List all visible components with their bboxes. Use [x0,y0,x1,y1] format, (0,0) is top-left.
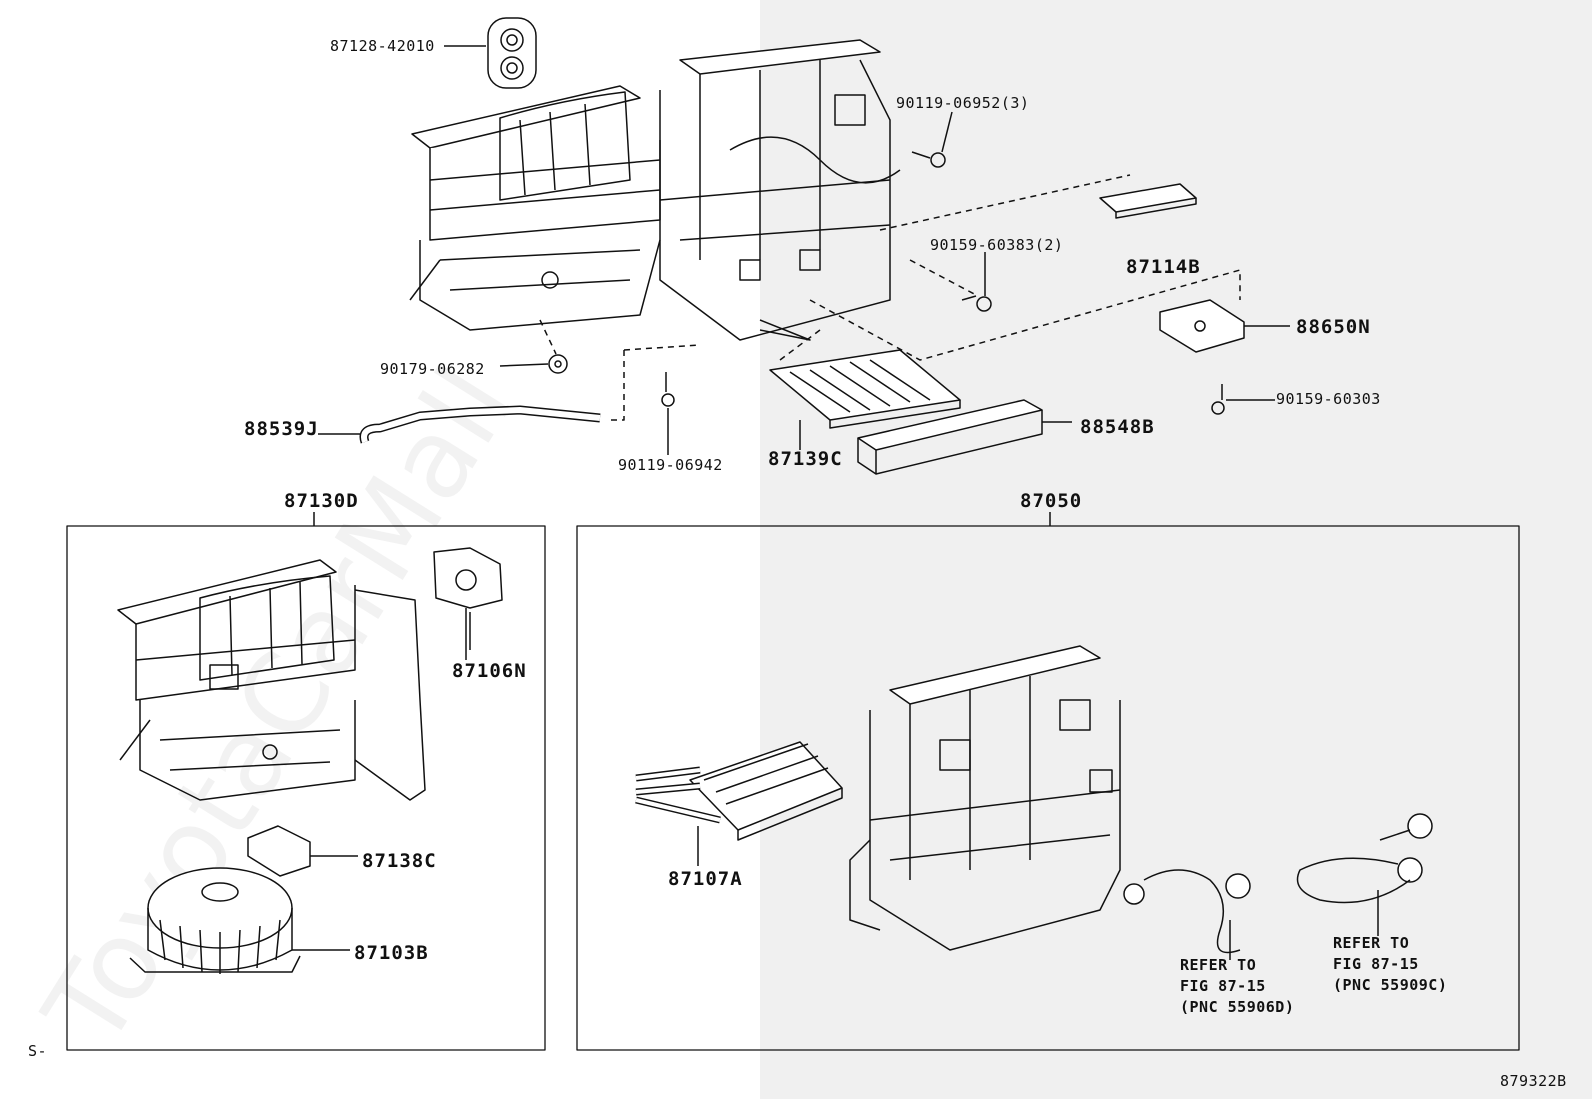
heater-case-87050-drawing [849,645,1121,951]
refer-note-55906d: REFER TO FIG 87-15 (PNC 55906D) [1180,956,1295,1016]
servo-motor-87106n-drawing [433,547,503,650]
label-88539j: 88539J [244,418,319,440]
screw-90119-06952 [911,111,953,168]
label-90159-60303: 90159-60303 [1276,390,1381,408]
box-87050 [576,525,1520,1051]
label-90119-06952: 90119-06952(3) [896,94,1030,112]
label-90119-06942: 90119-06942 [618,456,723,474]
corner-mark: S- [28,1042,48,1060]
label-88548b: 88548B [1080,416,1155,438]
sensor-drawing [1159,299,1290,353]
blower-unit-drawing [117,559,426,801]
label-88650n: 88650N [1296,316,1371,338]
box-87130d [66,525,546,1051]
upper-blower-housing [409,85,661,331]
label-87138c: 87138C [362,850,437,872]
nut-90179-06282 [499,354,568,374]
label-87114b: 87114B [1126,256,1201,278]
screw-90119-06942 [661,372,675,455]
dashed-leaders [539,174,1241,421]
illustration-id: 879322B [1500,1072,1567,1090]
label-87107a: 87107A [668,868,743,890]
right-half-background [760,0,1592,1099]
grommet-drawing [487,17,537,89]
label-87106n: 87106N [452,660,527,682]
upper-heater-case [659,39,901,341]
blower-motor-87103b-drawing [129,867,350,974]
label-90159-60383: 90159-60383(2) [930,236,1064,254]
label-90179-06282: 90179-06282 [380,360,485,378]
filter-cover-drawing [857,399,1072,475]
drain-hose-drawing [318,405,601,444]
cable-sensor-2-drawing [1296,813,1433,936]
label-87139c: 87139C [768,448,843,470]
screw-90159-60303 [1211,384,1275,415]
refer-note-55909c: REFER TO FIG 87-15 (PNC 55909C) [1333,934,1448,994]
label-87103b: 87103B [354,942,429,964]
label-87130d: 87130D [284,490,359,512]
screw-90159-60383 [961,252,992,312]
label-87050: 87050 [1020,490,1083,512]
seal-drawing [1099,183,1197,219]
cable-sensor-1-drawing [1123,869,1251,960]
heater-core-87107a-drawing [635,741,843,866]
resistor-87138c-drawing [247,825,358,877]
label-87128-42010: 87128-42010 [330,37,435,55]
air-filter-drawing [769,349,961,450]
